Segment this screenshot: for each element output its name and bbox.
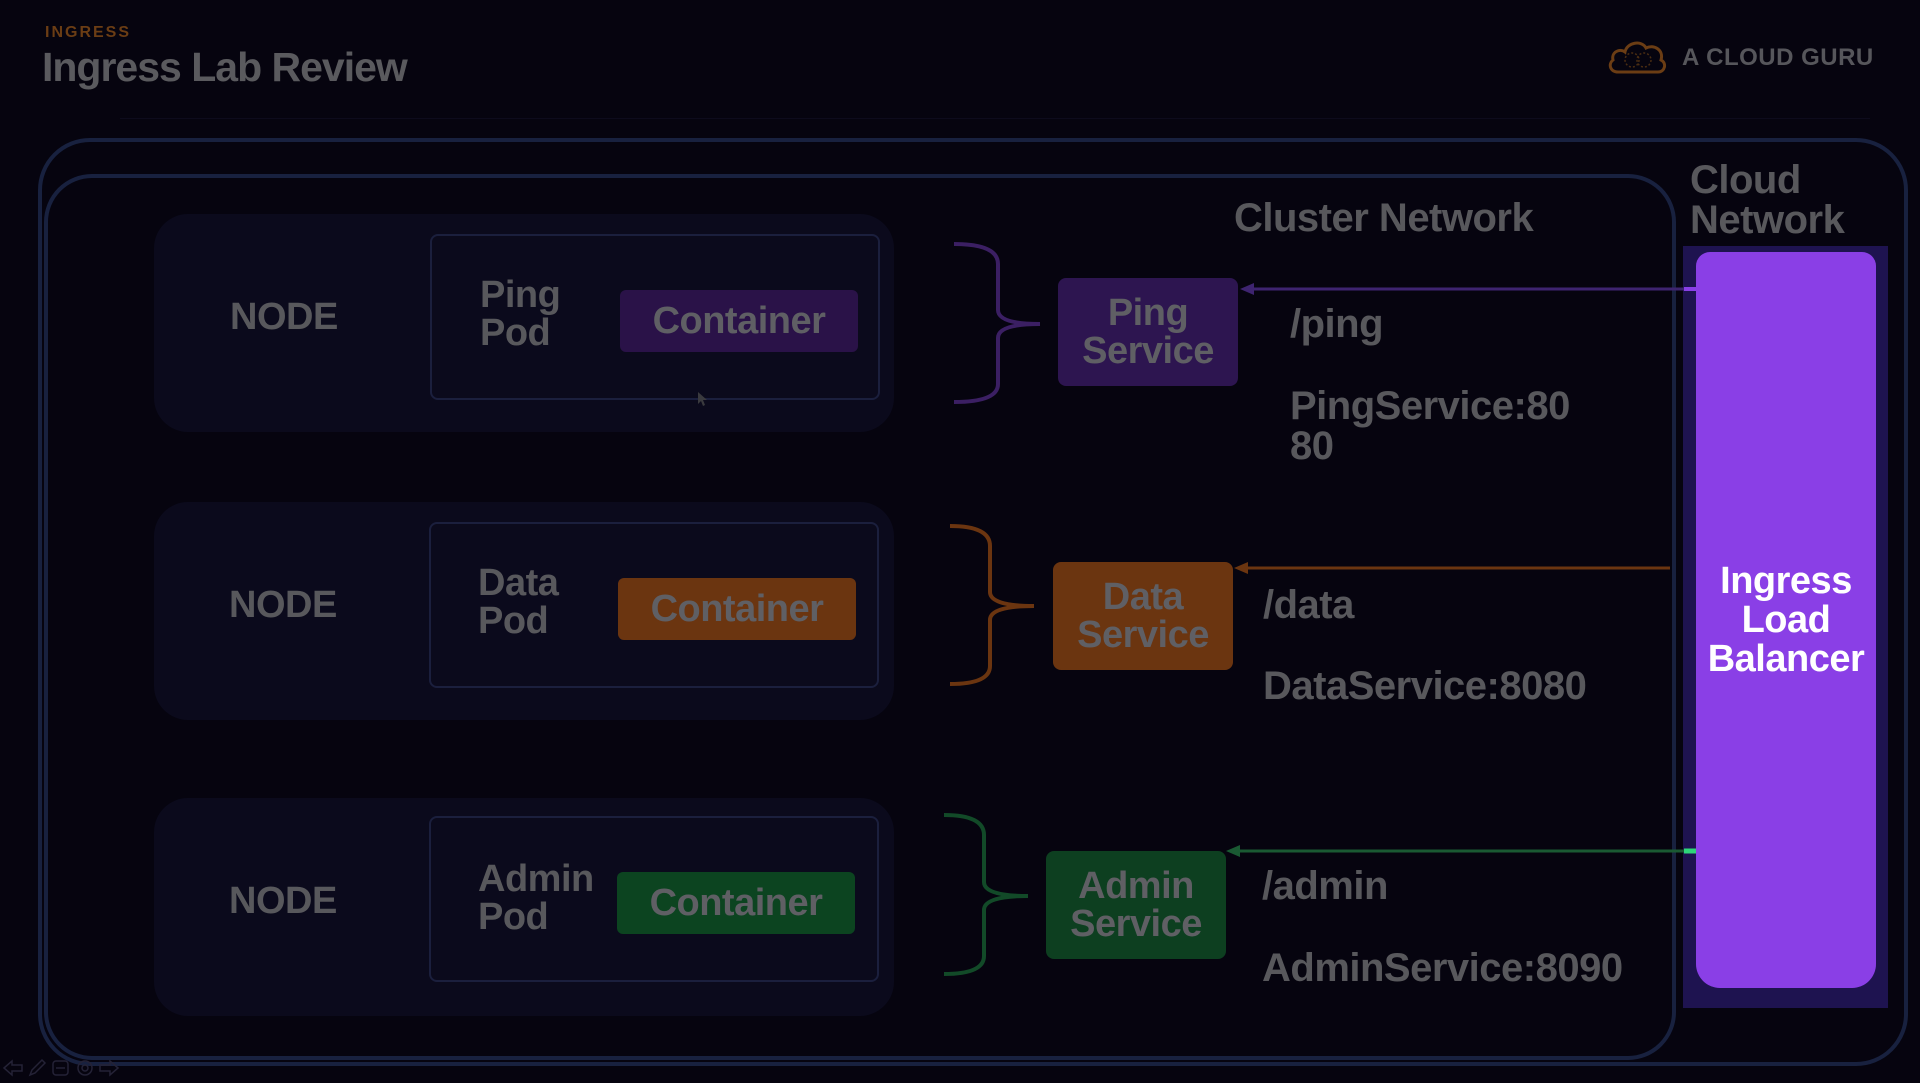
admin-service: Admin Service <box>1046 851 1226 959</box>
grid-icon[interactable] <box>50 1058 72 1078</box>
pod-label: Ping Pod <box>480 274 561 354</box>
cloud-icon <box>1606 36 1668 81</box>
route-target: DataService:8080 <box>1263 664 1587 708</box>
brand-name: A CLOUD GURU <box>1682 44 1874 71</box>
service-label: Ping Service <box>1082 292 1214 372</box>
zoom-icon[interactable] <box>74 1058 96 1078</box>
data-service: Data Service <box>1053 562 1233 670</box>
cloud-network-frame <box>38 138 1908 1066</box>
cluster-network-label: Cluster Network <box>1234 196 1534 240</box>
container-ping: Container <box>620 290 858 352</box>
node-label: NODE <box>230 296 338 338</box>
cluster-network-frame <box>44 174 1676 1060</box>
pen-icon[interactable] <box>26 1058 48 1078</box>
presentation-toolbar <box>2 1058 120 1078</box>
pod-label: Data Pod <box>478 562 559 642</box>
container-data: Container <box>618 578 856 640</box>
next-arrow-icon[interactable] <box>98 1058 120 1078</box>
service-label: Admin Service <box>1070 865 1202 945</box>
node-label: NODE <box>229 584 337 626</box>
route-target: PingService:80 80 <box>1290 384 1570 468</box>
container-admin: Container <box>617 872 855 934</box>
pod-box-ping <box>430 234 880 400</box>
brand-logo: A CLOUD GURU <box>1606 36 1874 80</box>
prev-arrow-icon[interactable] <box>2 1058 24 1078</box>
cloud-network-text: Cloud Network <box>1690 158 1845 242</box>
route-path: /data <box>1263 583 1354 627</box>
route-path: /ping <box>1290 302 1384 346</box>
route-path: /admin <box>1262 864 1388 908</box>
node-label: NODE <box>229 880 337 922</box>
section-subtitle: INGRESS <box>45 24 132 41</box>
service-label: Data Service <box>1077 576 1209 656</box>
load-balancer-label: Ingress Load Balancer <box>1707 559 1865 680</box>
pod-box-admin <box>429 816 879 982</box>
pod-label: Admin Pod <box>478 858 594 938</box>
header-divider <box>120 118 1870 119</box>
pod-box-data <box>429 522 879 688</box>
cloud-network-label: Cloud Network <box>1690 158 1845 242</box>
ingress-load-balancer: Ingress Load Balancer <box>1696 252 1876 988</box>
page-title: Ingress Lab Review <box>42 44 408 90</box>
ping-service: Ping Service <box>1058 278 1238 386</box>
route-target: AdminService:8090 <box>1262 946 1623 990</box>
